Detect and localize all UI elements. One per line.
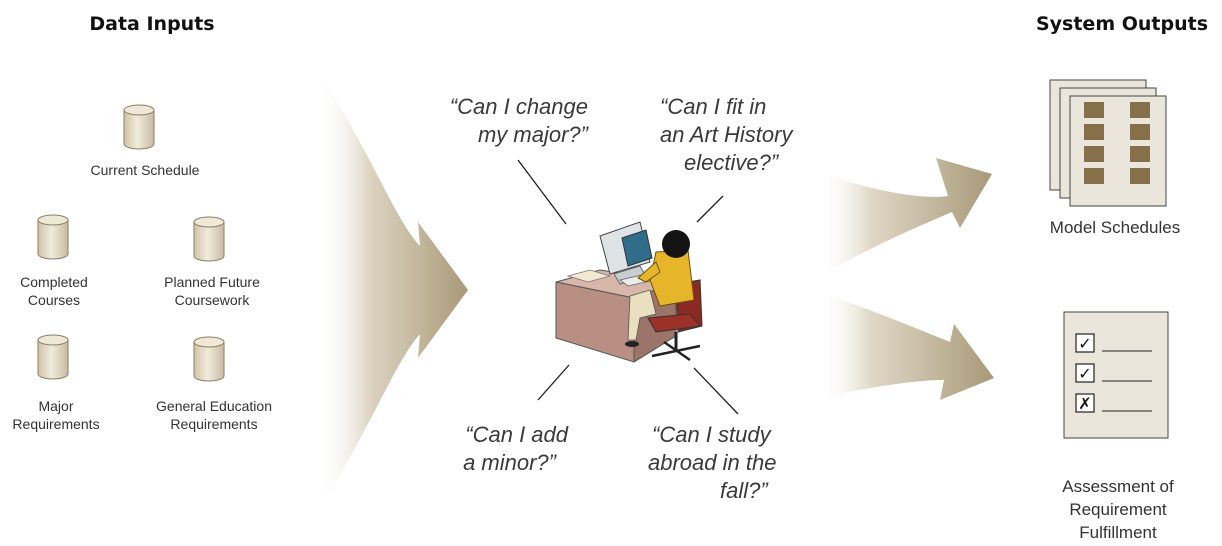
input-label-current-schedule: Current Schedule [91,162,200,178]
question-connectors [517,159,739,415]
output-label-model-schedules: Model Schedules [1050,218,1180,237]
database-icon [123,104,155,150]
input-flow-arrow [318,72,468,510]
check-mark-icon: ✓ [1078,364,1091,383]
inputs-header: Data Inputs [89,13,214,35]
database-icon [37,214,69,260]
database-icon [193,216,225,262]
outputs-header: System Outputs [1036,13,1208,35]
checklist-icon [1063,311,1169,439]
output-arrow-upper [818,158,992,278]
schedule-document-icon [1049,79,1167,207]
x-mark-icon: ✗ [1078,394,1091,413]
database-icon [193,336,225,382]
output-arrow-lower [818,292,994,400]
database-icon [37,334,69,380]
student-at-computer-illustration [555,221,703,363]
check-mark-icon: ✓ [1078,334,1091,353]
